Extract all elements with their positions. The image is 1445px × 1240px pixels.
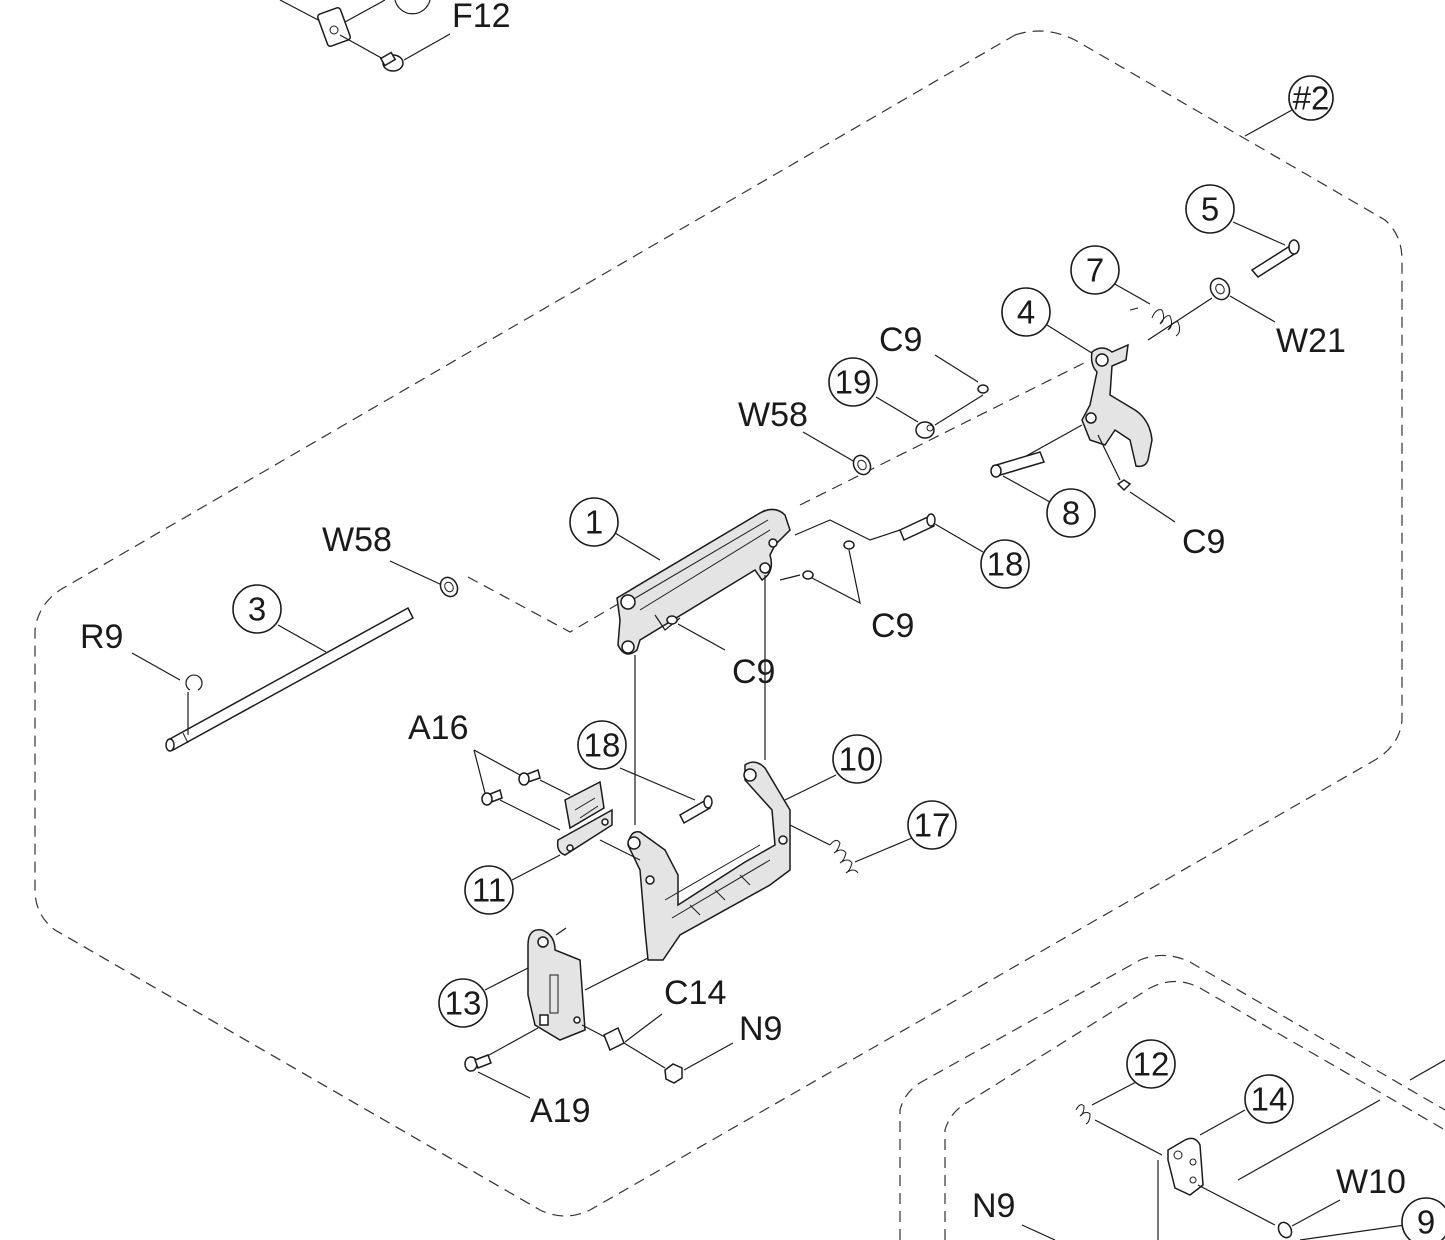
collar-19 [875, 396, 935, 439]
svg-text:11: 11 [472, 872, 506, 909]
retaining-ring-r9 [131, 652, 203, 735]
pin-18-upper [794, 513, 984, 553]
svg-text:7: 7 [1086, 252, 1104, 289]
screws-a16 [473, 749, 571, 831]
label-w10: W10 [1336, 1163, 1406, 1201]
svg-text:5: 5 [1201, 191, 1219, 228]
group-marker: #2 [1244, 75, 1334, 137]
callout-9: 9 [1401, 1197, 1445, 1240]
callout-7: 7 [1070, 245, 1120, 295]
svg-text:8: 8 [1062, 495, 1080, 532]
callout-19: 19 [828, 357, 878, 407]
svg-text:14: 14 [1251, 1081, 1288, 1118]
pin-18-lower [599, 767, 713, 861]
leader-c9-right [1129, 491, 1176, 523]
pin-5 [1232, 221, 1300, 278]
label-c9-right: C9 [1182, 523, 1225, 561]
callout-18-upper: 18 [980, 539, 1030, 589]
label-f12: F12 [452, 0, 511, 35]
bracket-frame-1 [614, 508, 791, 655]
callout-3: 3 [232, 584, 282, 634]
svg-text:13: 13 [445, 985, 482, 1022]
label-a19: A19 [530, 1092, 591, 1130]
callout-5: 5 [1185, 184, 1235, 234]
callout-10: 10 [832, 734, 882, 784]
callout-8: 8 [1046, 488, 1096, 538]
pin-8 [990, 424, 1083, 503]
svg-text:#2: #2 [1293, 80, 1330, 117]
screw-a19 [464, 1054, 531, 1099]
washer-w58-left [389, 560, 619, 633]
svg-text:10: 10 [839, 741, 876, 778]
label-w58-top: W58 [738, 396, 808, 434]
label-a16: A16 [408, 709, 469, 747]
washer-w58-top [802, 431, 872, 476]
bracket-11 [511, 780, 613, 881]
assembly-group-boundary [34, 30, 1403, 1217]
washer-w21 [1209, 277, 1276, 323]
label-c9-top: C9 [879, 321, 922, 359]
callout-1: 1 [569, 497, 619, 547]
callout-4: 4 [1001, 287, 1051, 337]
shaft-axis-line [799, 359, 1091, 506]
plate-13 [479, 927, 649, 1061]
callout-13: 13 [438, 978, 488, 1028]
setscrew-c9-center [666, 615, 726, 651]
svg-text:1: 1 [585, 504, 603, 541]
spring-7 [1112, 282, 1213, 341]
label-n9-bottom: N9 [972, 1187, 1015, 1225]
setscrew-c9-pair [779, 540, 861, 605]
adjacent-group-boundary-outer [899, 954, 1445, 1240]
spring-17 [789, 824, 913, 874]
svg-text:4: 4 [1017, 294, 1035, 331]
nut-n9-mid [623, 1042, 734, 1084]
label-c9-center: C9 [732, 653, 775, 691]
label-w21: W21 [1276, 322, 1346, 360]
adjacent-group-fragment [1021, 1059, 1445, 1240]
svg-text:12: 12 [1133, 1046, 1170, 1083]
callout-11: 11 [464, 865, 514, 915]
label-c9-mid: C9 [871, 607, 914, 645]
callout-18-lower: 18 [577, 720, 627, 770]
svg-text:17: 17 [914, 807, 951, 844]
spacer-c14 [581, 1013, 663, 1052]
label-n9-mid: N9 [739, 1010, 782, 1048]
svg-text:18: 18 [987, 546, 1024, 583]
f12-screw-fragment [279, 0, 451, 72]
svg-text:3: 3 [248, 591, 266, 628]
label-w58-left: W58 [322, 521, 392, 559]
adjacent-group-boundary-inner [944, 980, 1445, 1240]
svg-text:19: 19 [835, 364, 872, 401]
shaft-3 [165, 606, 414, 752]
callout-17: 17 [907, 800, 957, 850]
svg-text:9: 9 [1417, 1204, 1435, 1240]
setscrew-c9-top [934, 354, 989, 426]
callout-14: 14 [1244, 1074, 1294, 1124]
callout-12: 12 [1126, 1039, 1176, 1089]
yoke-10 [627, 761, 837, 961]
label-r9: R9 [80, 618, 123, 656]
label-c14: C14 [664, 974, 726, 1012]
svg-text:18: 18 [584, 727, 621, 764]
lever-4 [1046, 324, 1153, 492]
